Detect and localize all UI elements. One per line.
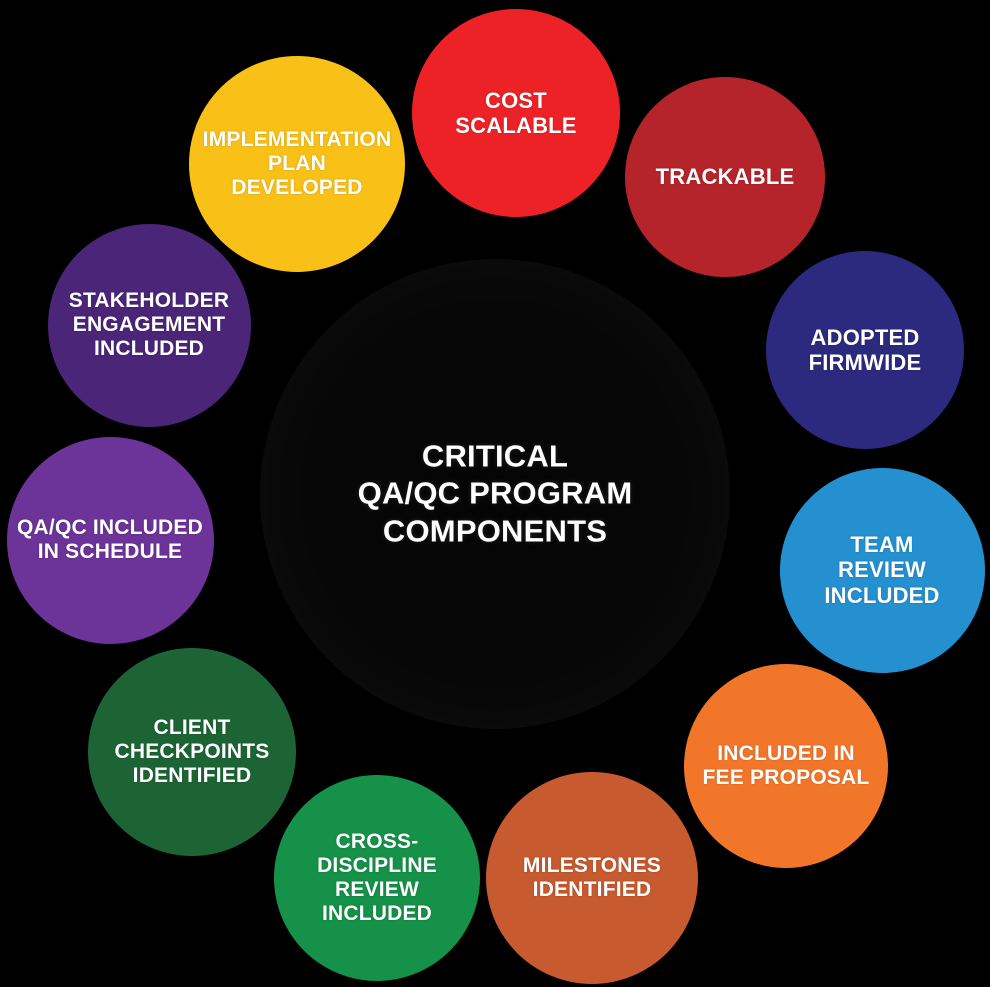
node-label: TRACKABLE: [650, 164, 801, 189]
node-label-line-1: COST: [485, 87, 547, 113]
node-stakeholder-engagement-included[interactable]: STAKEHOLDER ENGAGEMENT INCLUDED: [47, 223, 251, 427]
node-label-line-3: DEVELOPED: [231, 175, 363, 199]
center-label-line-2: QA/QC PROGRAM: [357, 475, 633, 511]
node-label-line-1: STAKEHOLDER: [68, 289, 230, 313]
node-label-line-2: PLAN: [268, 152, 326, 176]
node-label-line-1: ADOPTED: [810, 324, 920, 350]
node-label: MILESTONES IDENTIFIED: [517, 854, 667, 902]
node-label-line-1: CLIENT: [153, 716, 231, 740]
node-label-line-2: IDENTIFIED: [532, 878, 652, 901]
node-label-line-2: REVIEW: [837, 557, 926, 583]
node-qaqc-included-in-schedule[interactable]: QA/QC INCLUDED IN SCHEDULE: [6, 436, 214, 644]
node-label: CROSS- DISCIPLINE REVIEW INCLUDED: [311, 830, 443, 926]
node-label-line-2: ENGAGEMENT: [72, 313, 226, 337]
node-label-line-1: QA/QC INCLUDED: [17, 516, 203, 540]
node-label: ADOPTED FIRMWIDE: [803, 325, 928, 375]
node-label: TEAM REVIEW INCLUDED: [818, 532, 945, 607]
node-label: CLIENT CHECKPOINTS IDENTIFIED: [108, 716, 275, 788]
node-implementation-plan-developed[interactable]: IMPLEMENTATION PLAN DEVELOPED: [189, 56, 405, 272]
node-label-line-1: MILESTONES: [522, 854, 662, 878]
node-label: COST SCALABLE: [449, 88, 582, 138]
node-client-checkpoints-identified[interactable]: CLIENT CHECKPOINTS IDENTIFIED: [88, 648, 296, 856]
node-label-line-2: IN SCHEDULE: [37, 540, 183, 563]
node-label-line-2: FEE PROPOSAL: [702, 766, 870, 789]
node-label-line-1: INCLUDED IN: [717, 742, 855, 766]
node-label-line-3: REVIEW: [334, 878, 420, 901]
node-cross-discipline-review-included[interactable]: CROSS- DISCIPLINE REVIEW INCLUDED: [274, 775, 480, 981]
node-label-line-4: INCLUDED: [321, 901, 433, 925]
node-label-line-2: SCALABLE: [455, 113, 577, 138]
center-label: CRITICAL QA/QC PROGRAM COMPONENTS: [280, 437, 710, 550]
node-label-line-2: CHECKPOINTS: [114, 740, 270, 764]
node-team-review-included[interactable]: TEAM REVIEW INCLUDED: [779, 467, 985, 673]
node-label: QA/QC INCLUDED IN SCHEDULE: [11, 516, 209, 564]
node-milestones-identified[interactable]: MILESTONES IDENTIFIED: [486, 772, 698, 984]
center-label-line-1: CRITICAL: [421, 437, 569, 473]
node-adopted-firmwide[interactable]: ADOPTED FIRMWIDE: [766, 251, 964, 449]
node-label-line-3: INCLUDED: [93, 336, 205, 360]
node-label-line-1: TEAM: [850, 532, 914, 558]
node-label-line-2: DISCIPLINE: [317, 854, 437, 878]
node-label-line-1: IMPLEMENTATION: [202, 128, 392, 152]
node-label: STAKEHOLDER ENGAGEMENT INCLUDED: [63, 289, 235, 361]
node-label-line-2: FIRMWIDE: [808, 350, 922, 375]
node-label-line-1: CROSS-: [335, 830, 419, 854]
center-label-line-3: COMPONENTS: [382, 513, 608, 549]
node-label-line-3: IDENTIFIED: [132, 763, 252, 787]
node-trackable[interactable]: TRACKABLE: [625, 77, 825, 277]
node-included-in-fee-proposal[interactable]: INCLUDED IN FEE PROPOSAL: [684, 664, 888, 868]
node-cost-scalable[interactable]: COST SCALABLE: [412, 9, 620, 217]
node-label: INCLUDED IN FEE PROPOSAL: [697, 742, 876, 790]
node-label-line-3: INCLUDED: [824, 582, 940, 608]
node-label-line-1: TRACKABLE: [655, 164, 795, 190]
node-label: IMPLEMENTATION PLAN DEVELOPED: [197, 128, 398, 200]
